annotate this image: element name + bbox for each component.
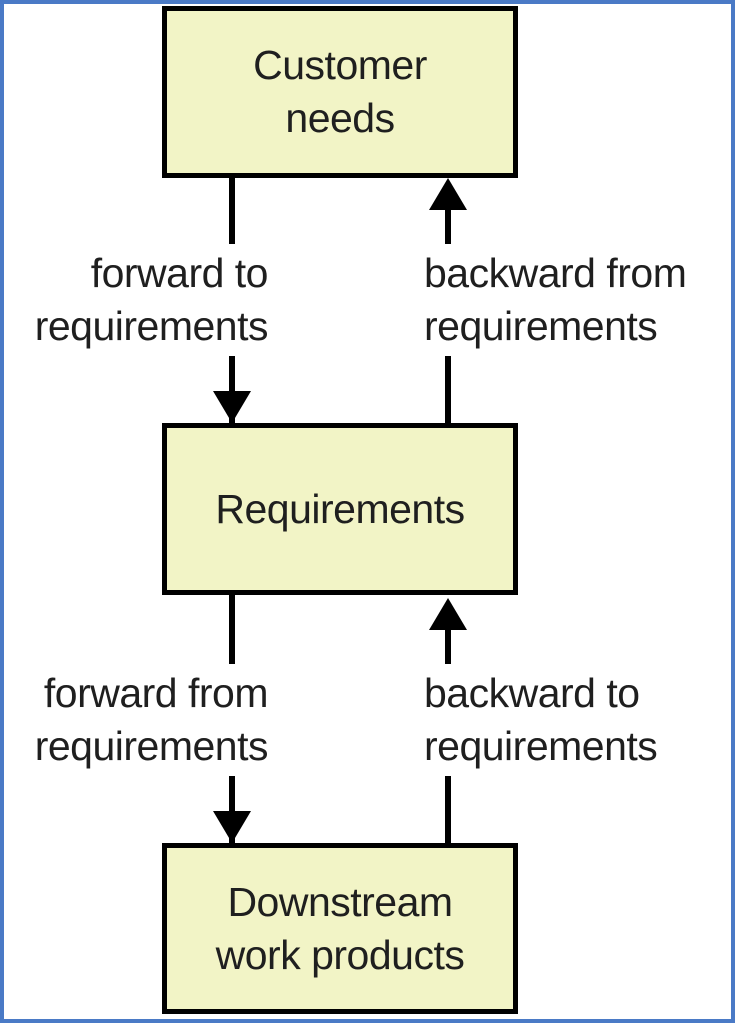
arrowhead-up-into-customer-needs-icon [429,178,467,210]
edge-label-forward-to-requirements: forward to requirements [6,244,269,356]
arrowhead-up-into-requirements-icon [429,598,467,630]
node-downstream-work-products: Downstream work products [162,843,518,1014]
node-requirements-label: Requirements [215,485,465,532]
node-customer-needs: Customer needs [162,6,518,178]
node-customer-needs-label: Customer needs [253,42,427,141]
node-downstream-work-products-label: Downstream work products [215,878,465,978]
arrowhead-down-into-requirements-icon [213,391,251,423]
edge-label-backward-to-requirements: backward to requirements [424,664,730,776]
arrowhead-down-into-downstream-icon [213,811,251,843]
edge-label-backward-from-requirements: backward from requirements [424,244,730,356]
edge-label-forward-from-requirements: forward from requirements [6,664,269,776]
node-requirements: Requirements [162,423,518,595]
